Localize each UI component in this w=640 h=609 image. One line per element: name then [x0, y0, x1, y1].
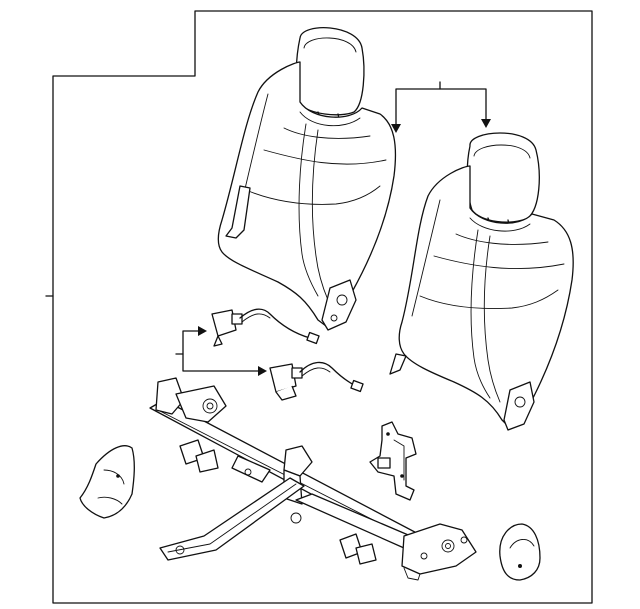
left-seat-back: [217, 27, 397, 331]
mounting-bracket: [369, 421, 417, 501]
outline-border: [52, 10, 593, 604]
wiring-harness-lower: [269, 361, 364, 401]
right-seat-back: [389, 132, 574, 431]
callout-bracket-seatbacks: [391, 81, 491, 133]
left-side-cover: [79, 445, 135, 519]
wiring-harness-upper: [211, 308, 320, 347]
callout-bracket-harness: [175, 326, 267, 376]
right-knob-cover: [499, 523, 541, 581]
seat-frame: [149, 377, 477, 581]
